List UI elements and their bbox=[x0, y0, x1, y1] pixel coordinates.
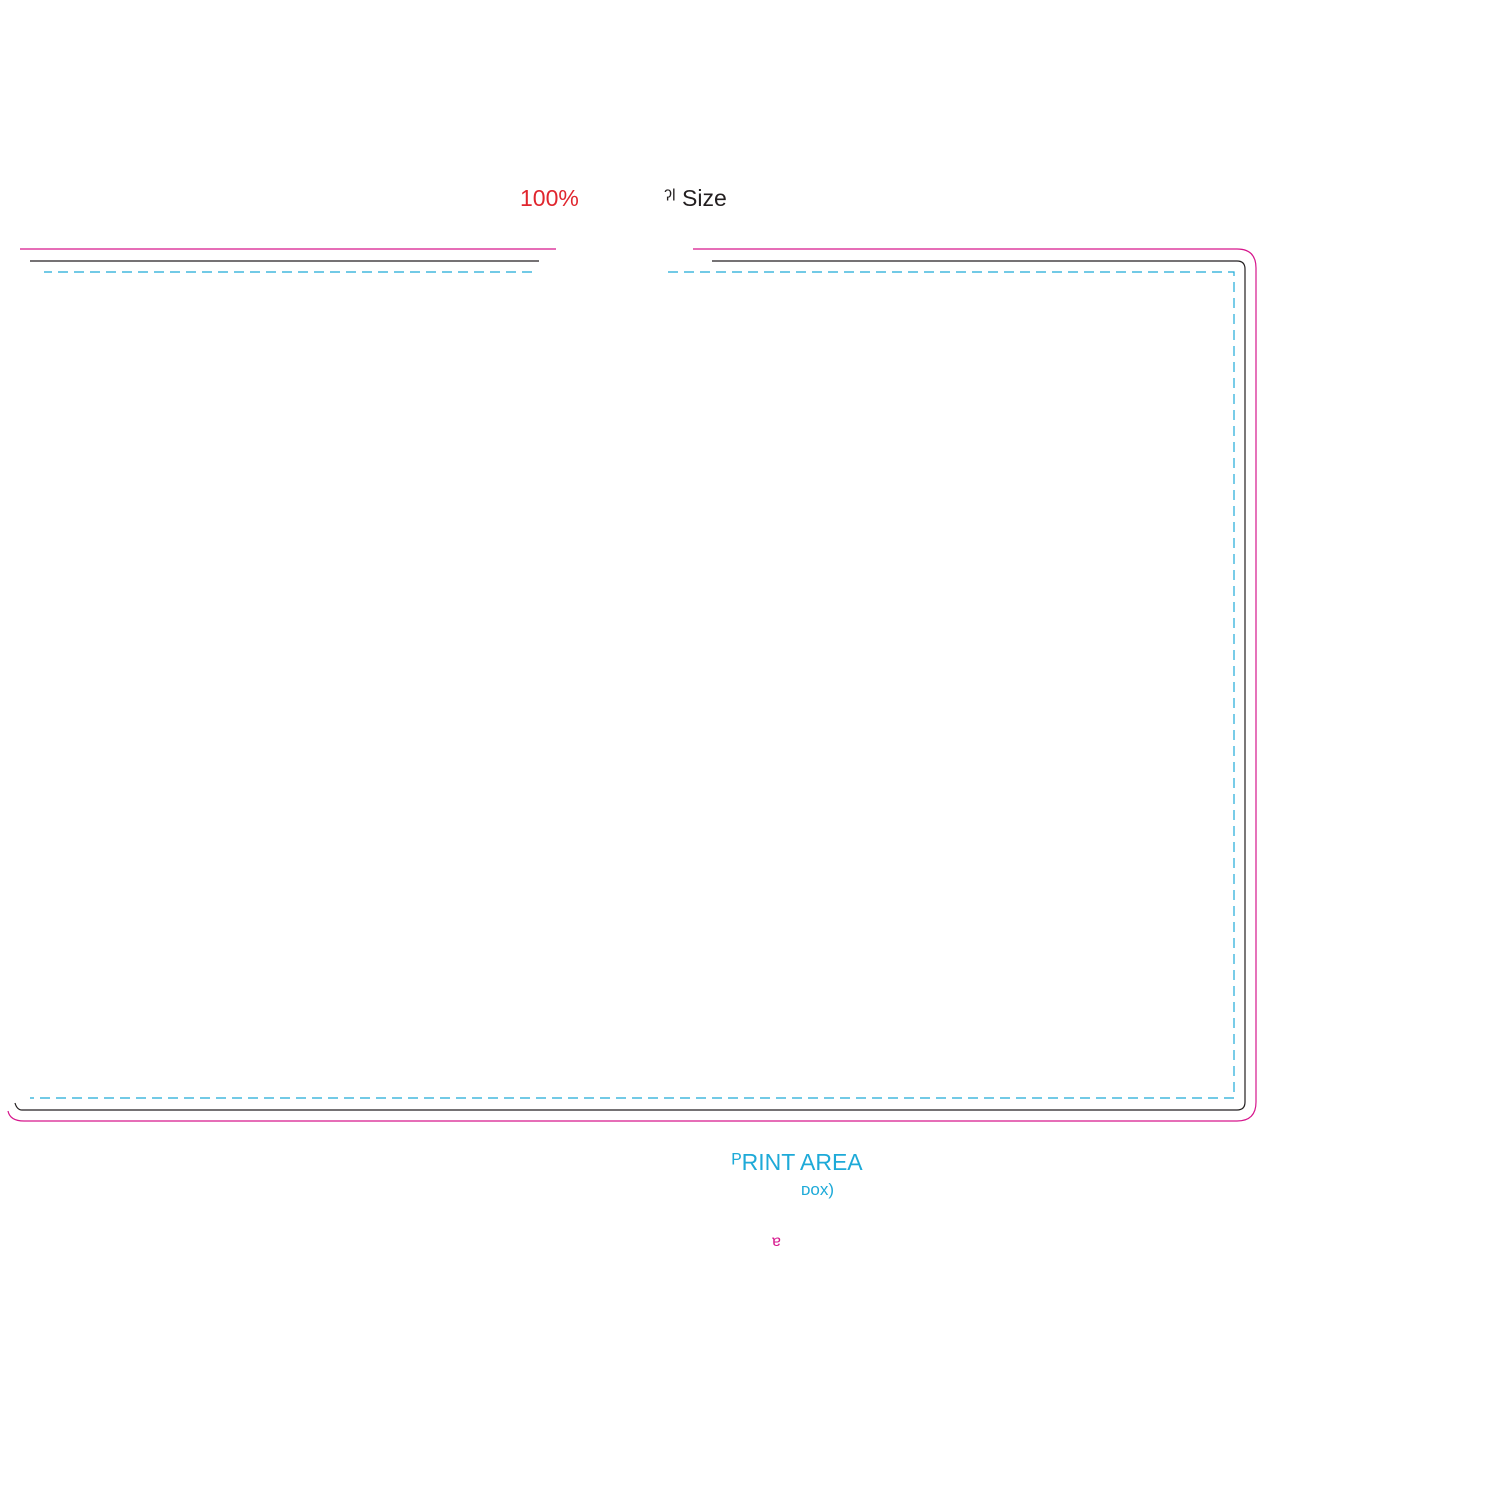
bleed-label: ɐ bbox=[772, 1233, 781, 1250]
size-label: ˀˡ Size bbox=[664, 185, 727, 211]
trim-line bbox=[14, 260, 1246, 1111]
scale-percent-label: 100% bbox=[520, 185, 579, 211]
print-area-label: ᴾRINT AREA bbox=[732, 1149, 863, 1175]
print-area-sublabel: ᴅox) bbox=[801, 1180, 834, 1199]
safe-area-line bbox=[30, 271, 1235, 1099]
bleed-line bbox=[7, 248, 1257, 1122]
